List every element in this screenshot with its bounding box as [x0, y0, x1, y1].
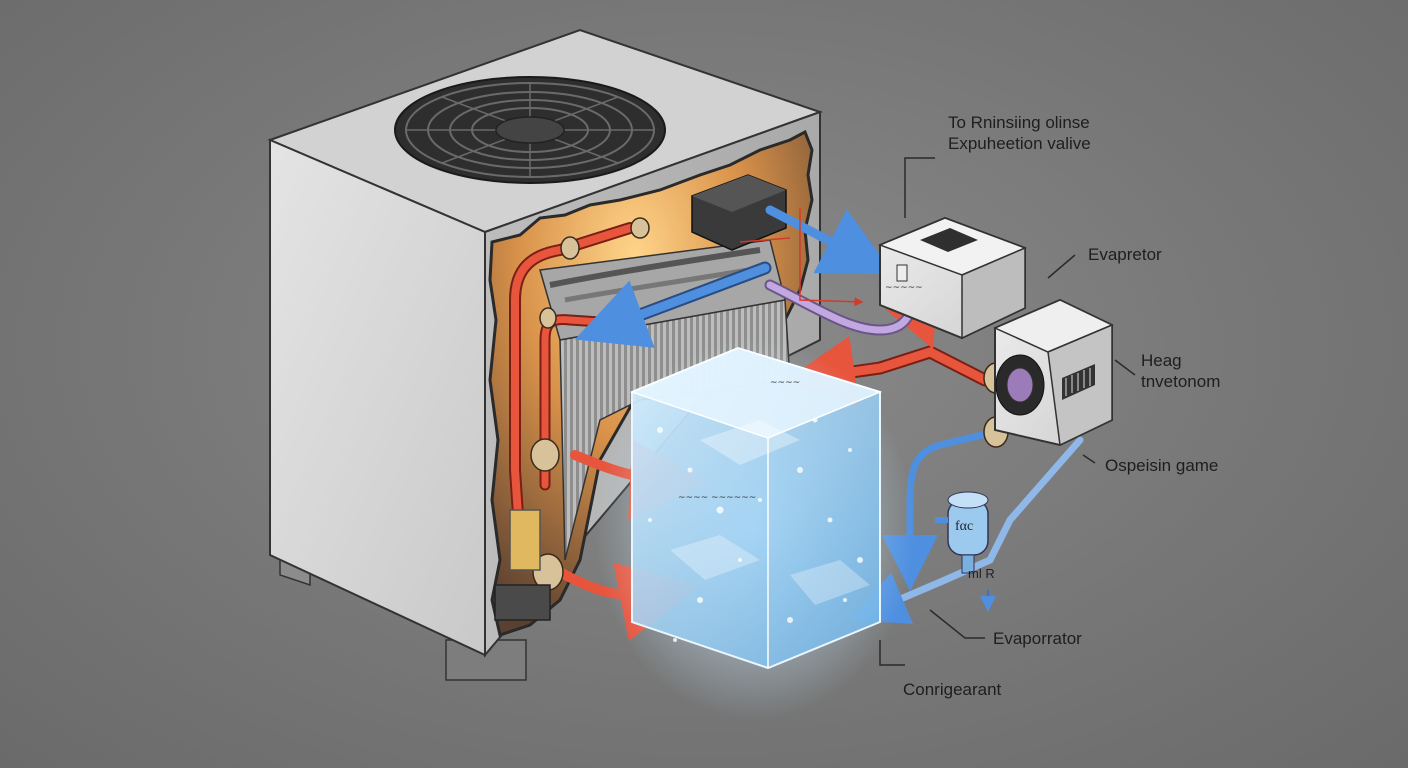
heat-exchanger-box: [993, 298, 1114, 447]
expansion-valve-box: ~~~~~: [877, 216, 1028, 340]
label-conrigearant: Conrigearant: [903, 680, 1002, 699]
label-heat-line2: tnvetonom: [1141, 372, 1221, 391]
label-leaders: [879, 157, 1136, 666]
filter-drier-icon: [935, 491, 989, 574]
label-evaporrator: Evaporrator: [993, 629, 1082, 648]
svg-text:~~~~: ~~~~: [770, 378, 800, 388]
cold-refrigerant-lines: [574, 205, 1084, 625]
drain-mark: ml R: [968, 566, 995, 581]
label-ospeisin-game: Ospeisin game: [1105, 456, 1219, 475]
ice-block-icon: ~~~~ ~~~~~~ ~~~~: [595, 340, 915, 720]
svg-text:~~~~~: ~~~~~: [885, 283, 923, 293]
label-evapretor: Evapretor: [1088, 245, 1162, 264]
thin-leaders: [739, 208, 864, 307]
fan-icon: [394, 76, 666, 184]
filter-mark: fαc: [955, 519, 973, 534]
label-expansion-valve-line1: To Rninsiing olinse: [948, 113, 1090, 132]
control-box: [691, 174, 787, 251]
label-expansion-valve-line2: Expuheetion valive: [948, 134, 1091, 153]
label-heat-line1: Heag: [1141, 351, 1182, 370]
svg-text:~~~~ ~~~~~~: ~~~~ ~~~~~~: [678, 493, 756, 503]
